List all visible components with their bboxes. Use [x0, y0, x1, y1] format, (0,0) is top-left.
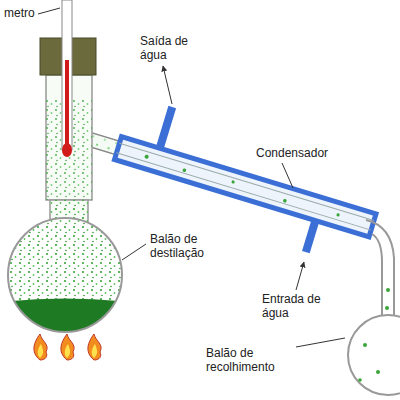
thermometer	[62, 0, 72, 157]
condenser	[76, 87, 388, 269]
adapter-tube	[366, 220, 394, 318]
burner-flames	[34, 334, 101, 360]
receiving-flask	[348, 315, 400, 395]
condenser-label: Condensador	[256, 146, 328, 160]
receiver-label: Balão de recolhimento	[206, 346, 294, 374]
inlet-label: Entrada de água	[262, 292, 328, 320]
leader-lines	[38, 8, 345, 347]
distillation-flask	[0, 215, 130, 340]
thermometer-label: metro	[4, 6, 35, 20]
flask-label: Balão de destilação	[150, 232, 230, 260]
outlet-label: Saída de água	[140, 34, 196, 62]
